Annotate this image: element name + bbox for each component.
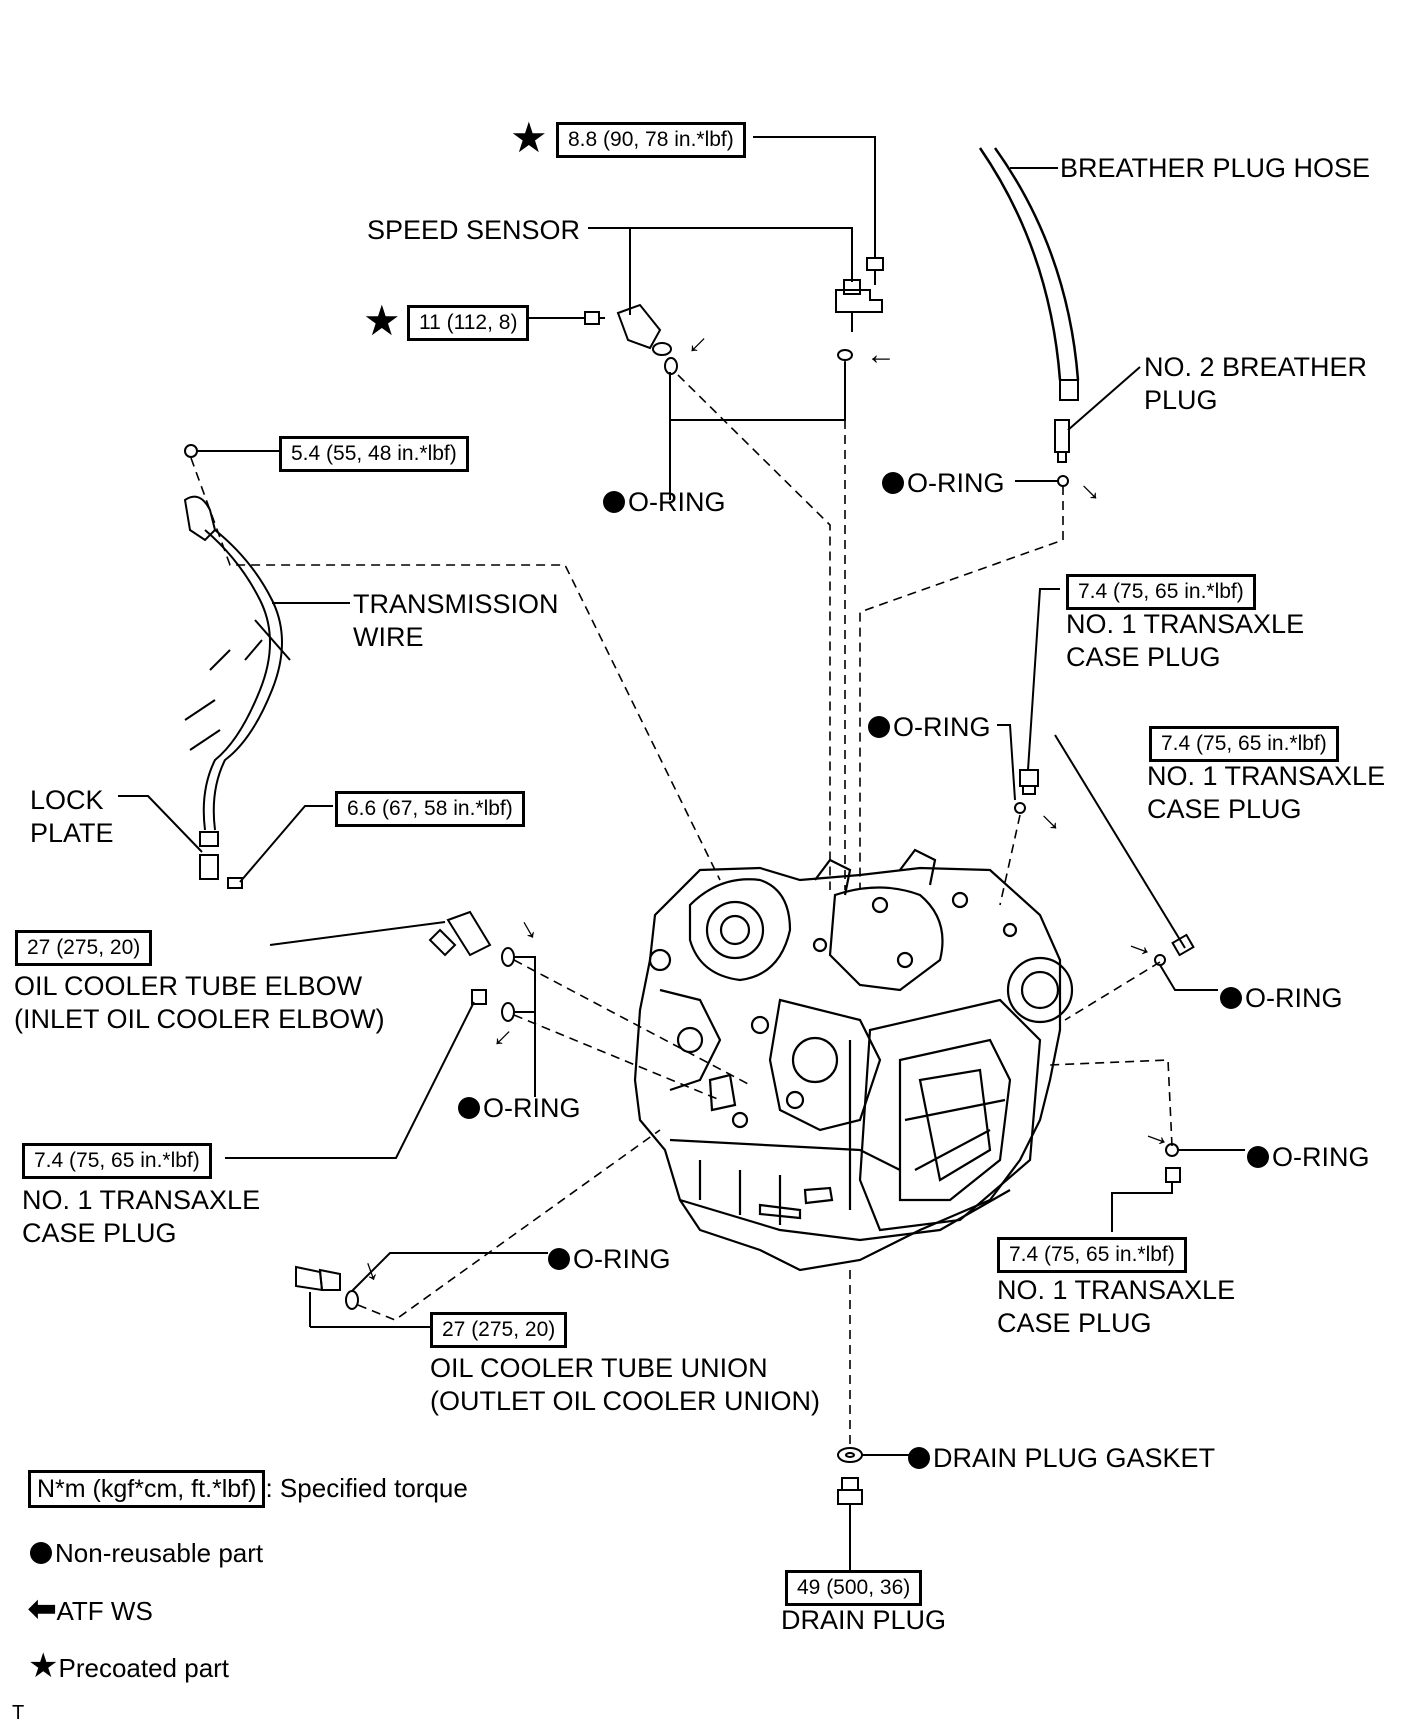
- dashed-leaders: [190, 360, 1173, 1448]
- label-o-ring-case-plug-lower-right: O-RING: [1247, 1141, 1370, 1173]
- speed-sensor-parts: [527, 136, 884, 500]
- label-oil-cooler-elbow-1: OIL COOLER TUBE ELBOW: [14, 971, 363, 1001]
- torque-case-plug-right: 7.4 (75, 65 in.*lbf): [1149, 726, 1339, 762]
- atf-arrow-icon: ←: [866, 338, 896, 371]
- label-o-ring-oil-cooler: O-RING: [458, 1092, 581, 1124]
- label-o-ring-case-plug-right: O-RING: [1220, 982, 1343, 1014]
- label-case-plug-lower-right-1: NO. 1 TRANSAXLE: [997, 1275, 1236, 1305]
- torque-oil-cooler-elbow: 27 (275, 20): [15, 930, 153, 966]
- torque-oil-cooler-union: 27 (275, 20): [430, 1312, 568, 1348]
- legend-non-reusable: Non-reusable part: [30, 1537, 263, 1569]
- precoated-star-icon: ★: [510, 114, 548, 161]
- corner-mark: T: [12, 1702, 25, 1724]
- transmission-wire-parts: [118, 444, 350, 889]
- label-case-plug-lower-right-2: CASE PLUG: [997, 1308, 1152, 1338]
- label-lock-plate-1: LOCK: [30, 785, 104, 815]
- non-reusable-dot-icon: [1220, 987, 1242, 1009]
- label-o-ring-speed-sensor: O-RING: [603, 486, 726, 518]
- label-oil-cooler-union-1: OIL COOLER TUBE UNION: [430, 1353, 768, 1383]
- label-case-plug-upper-2: CASE PLUG: [1066, 642, 1221, 672]
- precoated-star-icon: ★: [28, 1647, 59, 1685]
- transaxle-case: [633, 848, 1074, 1272]
- torque-case-plug-lower-right: 7.4 (75, 65 in.*lbf): [997, 1237, 1187, 1273]
- label-drain-plug-gasket: DRAIN PLUG GASKET: [908, 1442, 1215, 1474]
- label-lock-plate-2: PLATE: [30, 818, 114, 848]
- label-speed-sensor: SPEED SENSOR: [367, 215, 581, 245]
- torque-wire-lock-plate: 6.6 (67, 58 in.*lbf): [335, 791, 525, 827]
- label-case-plug-left-1: NO. 1 TRANSAXLE: [22, 1185, 261, 1215]
- label-o-ring-union: O-RING: [548, 1243, 671, 1275]
- label-oil-cooler-elbow-2: (INLET OIL COOLER ELBOW): [14, 1004, 385, 1034]
- non-reusable-dot-icon: [868, 716, 890, 738]
- oil-cooler-parts: [225, 910, 548, 1328]
- legend-atf-ws: ⬅ATF WS: [28, 1590, 153, 1628]
- label-breather-plug-hose: BREATHER PLUG HOSE: [1060, 153, 1371, 183]
- legend-precoated: ★Precoated part: [28, 1647, 230, 1685]
- atf-arrow-icon: ⬅: [28, 1590, 57, 1628]
- breather-hose-parts: [978, 147, 1141, 487]
- non-reusable-dot-icon: [548, 1248, 570, 1270]
- label-o-ring-case-plug-upper: O-RING: [868, 711, 991, 743]
- legend-torque-unit: N*m (kgf*cm, ft.*lbf): [28, 1470, 266, 1508]
- label-drain-plug: DRAIN PLUG: [781, 1605, 947, 1635]
- label-no2-breather-plug-2: PLUG: [1144, 385, 1218, 415]
- torque-wire-top: 5.4 (55, 48 in.*lbf): [279, 436, 469, 472]
- non-reusable-dot-icon: [908, 1447, 930, 1469]
- torque-speed-sensor-top: 8.8 (90, 78 in.*lbf): [556, 122, 746, 158]
- non-reusable-dot-icon: [458, 1097, 480, 1119]
- non-reusable-dot-icon: [30, 1542, 52, 1564]
- precoated-star-icon: ★: [363, 297, 401, 344]
- non-reusable-dot-icon: [1247, 1146, 1269, 1168]
- non-reusable-dot-icon: [882, 472, 904, 494]
- label-transmission-wire-2: WIRE: [353, 622, 424, 652]
- torque-case-plug-upper: 7.4 (75, 65 in.*lbf): [1066, 574, 1256, 610]
- torque-speed-sensor-left: 11 (112, 8): [407, 305, 530, 341]
- label-case-plug-left-2: CASE PLUG: [22, 1218, 177, 1248]
- label-o-ring-breather: O-RING: [882, 467, 1005, 499]
- legend-torque: N*m (kgf*cm, ft.*lbf): Specified torque: [28, 1470, 468, 1508]
- non-reusable-dot-icon: [603, 491, 625, 513]
- label-case-plug-right-2: CASE PLUG: [1147, 794, 1302, 824]
- case-plug-parts: [837, 588, 1245, 1572]
- label-oil-cooler-union-2: (OUTLET OIL COOLER UNION): [430, 1386, 821, 1416]
- label-transmission-wire-1: TRANSMISSION: [353, 589, 559, 619]
- torque-drain-plug: 49 (500, 36): [785, 1570, 923, 1606]
- legend-torque-desc: : Specified torque: [265, 1473, 468, 1503]
- torque-case-plug-left: 7.4 (75, 65 in.*lbf): [22, 1143, 212, 1179]
- label-case-plug-right-1: NO. 1 TRANSAXLE: [1147, 761, 1386, 791]
- label-no2-breather-plug-1: NO. 2 BREATHER: [1144, 352, 1368, 382]
- label-case-plug-upper-1: NO. 1 TRANSAXLE: [1066, 609, 1305, 639]
